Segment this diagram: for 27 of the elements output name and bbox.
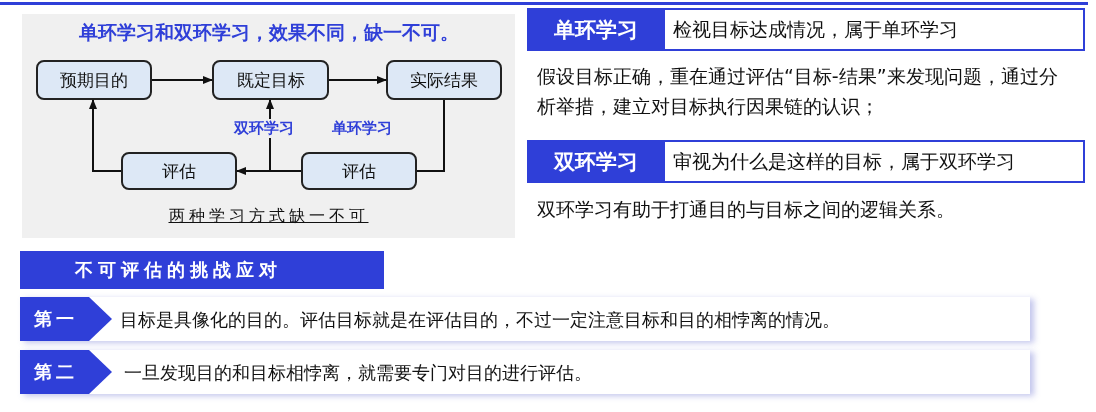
tag-label: 单环学习 xyxy=(527,8,665,51)
tag-label: 双环学习 xyxy=(527,140,665,183)
arrow xyxy=(236,167,302,175)
tag-label: 第二 xyxy=(20,350,112,394)
row-text: 目标是具像化的目的。评估目标就是在评估目的，不过一定注意目标和目的相悖离的情况。 xyxy=(120,308,840,332)
paragraph: 假设目标正确，重在通过评估“目标-结果”来发现问题，通过分析举措，建立对目标执行因果链的认识； xyxy=(537,64,1059,119)
arrow xyxy=(89,99,122,172)
paragraph: 双环学习有助于打通目的与目标之间的逻辑关系。 xyxy=(537,197,956,222)
row-text: 一旦发现目的和目标相悖离，就需要专门对目的进行评估。 xyxy=(124,361,592,385)
row-card xyxy=(20,350,1030,394)
panel-heading: 单环学习和双环学习，效果不同，缺一不可。 xyxy=(77,20,460,45)
process-box: 预期目的 xyxy=(36,60,152,100)
tag-label: 第一 xyxy=(20,297,112,341)
description-box: 检视目标达成情况，属于单环学习 xyxy=(665,8,1085,51)
section-header: 不可评估的挑战应对 xyxy=(20,251,384,289)
row-card xyxy=(20,297,1030,341)
process-box: 实际结果 xyxy=(386,60,502,100)
process-box: 既定目标 xyxy=(212,60,329,100)
process-box: 评估 xyxy=(301,152,417,190)
panel xyxy=(22,14,515,238)
loop-label: 单环学习 xyxy=(331,119,393,138)
process-box: 评估 xyxy=(121,152,237,190)
arrow xyxy=(151,76,213,84)
loop-label: 双环学习 xyxy=(233,119,295,138)
description-box: 审视为什么是这样的目标，属于双环学习 xyxy=(665,140,1085,183)
arrow xyxy=(328,76,387,84)
underlined-text: 两种学习方式缺一不可 xyxy=(168,206,369,225)
